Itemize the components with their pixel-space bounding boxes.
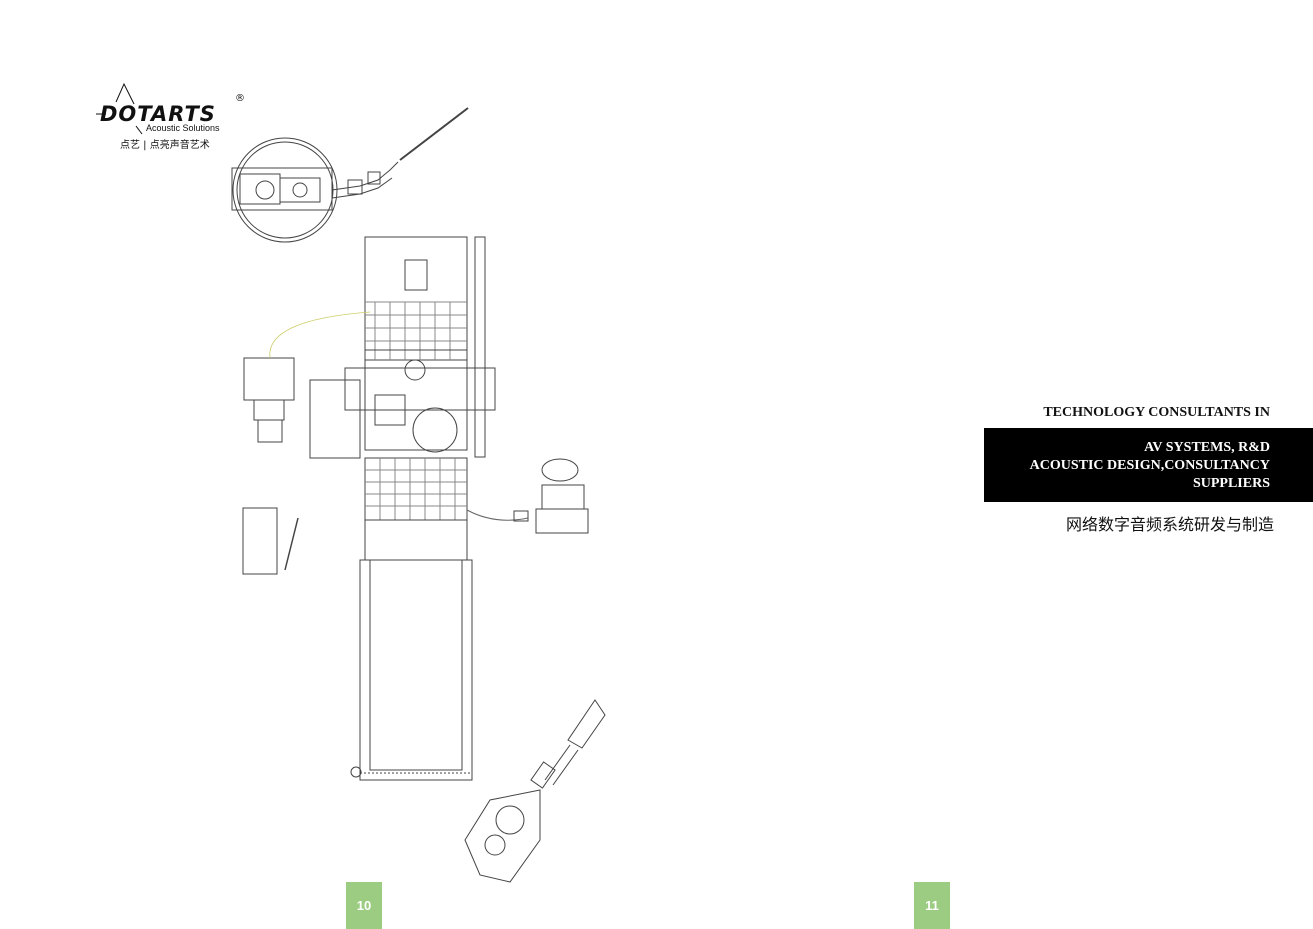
- logo-chinese-tagline: 点艺 | 点亮声音艺术: [120, 140, 210, 151]
- side-motor-unit-icon: [243, 311, 371, 443]
- machine-line-drawing: [231, 107, 606, 883]
- brand-logo: DOTARTS ® Acoustic Solutions 点艺 | 点亮声音艺术: [96, 82, 256, 152]
- top-robot-arm-icon: [231, 107, 469, 243]
- page-number-left: 10: [346, 882, 382, 929]
- main-conveyor-icon: [309, 236, 496, 781]
- operator-console-icon: [466, 458, 589, 534]
- bottom-robot-arm-icon: [464, 699, 606, 883]
- services-line-1: AV SYSTEMS, R&D: [1144, 440, 1270, 455]
- consultants-heading: TECHNOLOGY CONSULTANTS IN: [1043, 405, 1270, 420]
- logo-mark-icon: [96, 82, 143, 135]
- services-box: AV SYSTEMS, R&D ACOUSTIC DESIGN,CONSULTA…: [984, 428, 1313, 502]
- services-line-2: ACOUSTIC DESIGN,CONSULTANCY: [1029, 458, 1270, 473]
- control-panel-icon: [242, 507, 299, 575]
- logo-tagline: Acoustic Solutions: [146, 123, 220, 133]
- chinese-slogan: 网络数字音频系统研发与制造: [1065, 515, 1274, 534]
- registered-mark: ®: [235, 93, 245, 104]
- logo-wordmark: DOTARTS: [100, 102, 216, 126]
- page-number-right: 11: [914, 882, 950, 929]
- services-line-3: SUPPLIERS: [1192, 476, 1270, 491]
